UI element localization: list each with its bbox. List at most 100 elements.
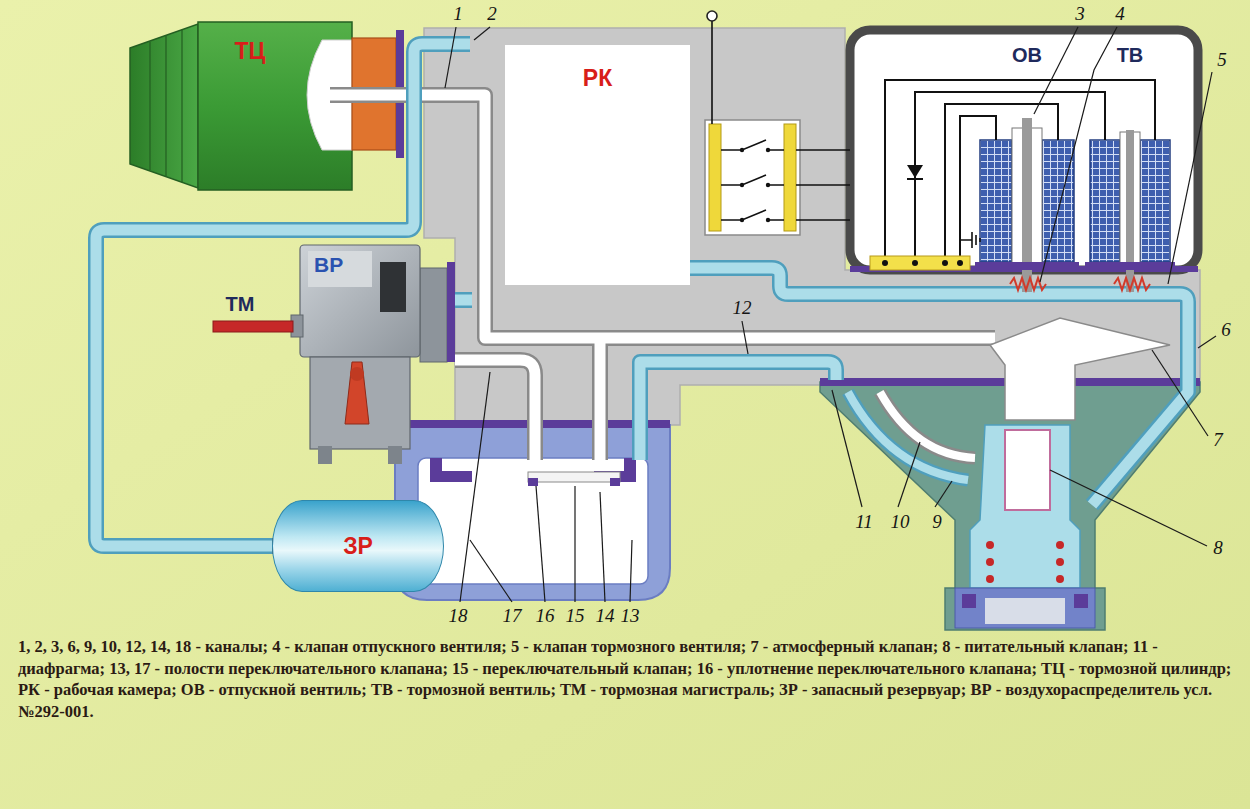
leader-line: [1040, 27, 1117, 282]
reservoir: ЗР: [272, 500, 444, 592]
pipe-label: ТМ: [226, 293, 255, 315]
working-chamber: РК: [505, 45, 690, 285]
reservoir-pipe: [96, 44, 470, 546]
feed-valve: [1074, 594, 1088, 608]
node-label: ТЦ: [235, 38, 316, 65]
air-distributor-drawing: [380, 262, 406, 312]
air-distributor-drawing: [300, 245, 420, 357]
air-channel: [455, 268, 1188, 505]
switch-box: [784, 124, 796, 231]
valve-coil: [1114, 278, 1150, 290]
feed-valve: [970, 425, 1080, 588]
coil-wiring: [915, 92, 1105, 258]
feed-valve: [1056, 575, 1064, 583]
coil-wiring: [885, 80, 1155, 258]
switch-box: [740, 218, 744, 222]
callout-number: 3: [1075, 4, 1085, 24]
leader-line: [470, 540, 512, 602]
ground-symbol: [960, 232, 980, 248]
callout-number: 1: [453, 4, 463, 24]
switch-valve-housing: [430, 458, 472, 482]
leader-line: [1168, 72, 1212, 284]
air-distributor-drawing: [420, 268, 447, 362]
leader-line: [1198, 336, 1216, 348]
switch-box: [766, 218, 770, 222]
callout-number: 15: [566, 606, 585, 626]
valve-coil: [1090, 140, 1120, 262]
air-distributor-drawing: [447, 262, 455, 362]
air-channel: [848, 392, 968, 480]
valve-coil: [1140, 140, 1170, 262]
diode-symbol: [907, 178, 923, 180]
switch-valve-housing: [528, 478, 538, 486]
terminal-strip: [882, 260, 888, 266]
air-channel: [455, 268, 1188, 505]
brake-cylinder-drawing: [130, 22, 352, 190]
leader-line: [1050, 470, 1207, 546]
callout-number: 17: [503, 606, 522, 626]
brake-cylinder-drawing: [198, 22, 352, 190]
node-label: РК: [583, 65, 612, 92]
switch-box: [766, 148, 770, 152]
air-channel: [848, 392, 968, 480]
callout-number: 10: [891, 512, 910, 532]
callout-number: 18: [449, 606, 468, 626]
leader-line: [832, 390, 862, 507]
leader-line: [474, 27, 490, 40]
diode-symbol: [907, 165, 923, 178]
terminal-strip: [957, 260, 963, 266]
coil-wiring: [960, 116, 996, 258]
callout-number: 12: [733, 298, 752, 318]
callout-number: 11: [855, 512, 873, 532]
feed-valve: [986, 541, 994, 549]
leader-line: [1034, 27, 1078, 114]
valve-coil: [980, 140, 1012, 262]
callout-number: 7: [1213, 430, 1223, 450]
terminal-strip: [942, 260, 948, 266]
brake-cylinder: ТЦ: [198, 22, 352, 190]
terminal-strip: [870, 256, 970, 270]
callout-number: 9: [932, 512, 942, 532]
air-distributor-drawing: [310, 357, 410, 449]
ground-symbol: [960, 232, 980, 248]
feed-valve: [1056, 541, 1064, 549]
valve-coil: [1042, 140, 1074, 262]
reservoir-pipe: [96, 44, 470, 546]
switch-box: [705, 120, 800, 235]
air-distributor: ВР: [300, 245, 420, 357]
air-channel: [455, 268, 1188, 505]
feed-valve: [1005, 430, 1050, 510]
switch-box: [707, 11, 717, 21]
leader-line: [600, 492, 605, 602]
switch-box: [709, 124, 721, 231]
leader-line: [445, 27, 456, 88]
switch-valve-housing: [610, 478, 620, 486]
callout-number: 4: [1115, 4, 1125, 24]
coil-wiring: [945, 104, 1058, 258]
valve-label: ОВ: [1012, 44, 1042, 66]
callout-number: 13: [621, 606, 640, 626]
atmospheric-valve: [990, 318, 1170, 420]
diode-symbol: [907, 165, 923, 179]
node-label: ВР: [314, 253, 343, 277]
leader-line: [536, 486, 545, 602]
air-distributor-drawing: [345, 362, 369, 424]
callout-number: 6: [1221, 320, 1231, 340]
callout-number: 8: [1213, 538, 1223, 558]
callout-number: 14: [596, 606, 615, 626]
atmospheric-valve: [990, 318, 1170, 420]
feed-valve: [986, 575, 994, 583]
switch-box: [705, 11, 850, 235]
leader-line: [445, 27, 1216, 602]
feed-valve: [1056, 558, 1064, 566]
switch-box: [766, 183, 770, 187]
valve-coil: [1085, 262, 1175, 270]
node-label: ЗР: [343, 533, 373, 560]
brake-cylinder-drawing: [130, 24, 198, 188]
callout-number: 2: [487, 4, 497, 24]
leader-line: [1152, 350, 1208, 436]
coil-wiring: [885, 80, 1155, 258]
leader-line: [935, 481, 952, 507]
